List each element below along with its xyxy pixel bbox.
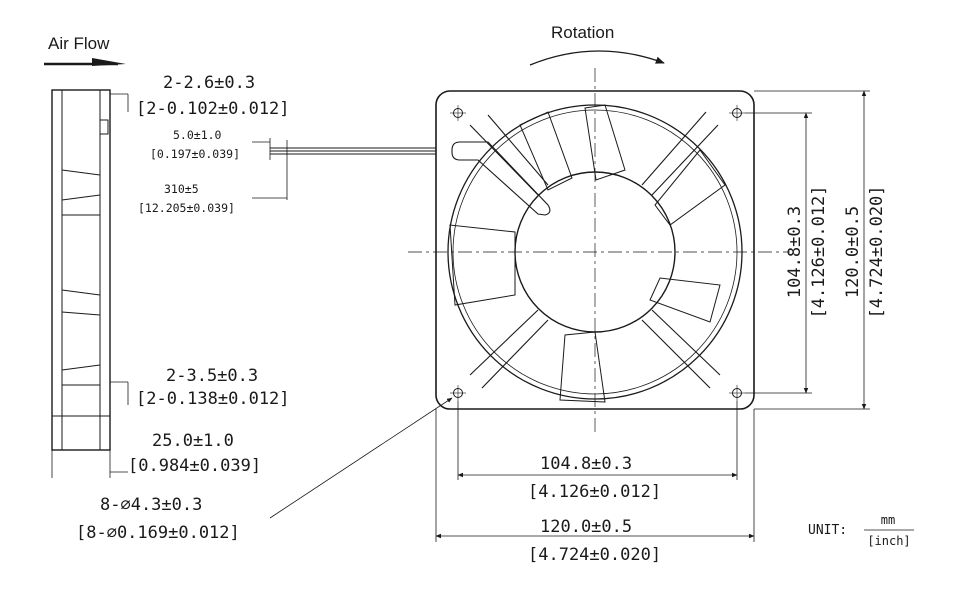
mount-hole-bottom-mm: 2-3.5±0.3 — [166, 366, 258, 386]
height-v-mm: 120.0±0.5 — [843, 206, 863, 298]
mount-hole-bottom-inch: [2-0.138±0.012] — [136, 389, 290, 409]
hole-spacing-h-mm: 104.8±0.3 — [540, 454, 632, 474]
air-flow-arrow-icon — [44, 58, 126, 66]
lead-strip-inch: [0.197±0.039] — [150, 147, 240, 161]
hole-spacing-v-mm: 104.8±0.3 — [785, 206, 805, 298]
unit-legend: UNIT: mm [inch] — [808, 513, 914, 548]
mount-hole-top-inch: [2-0.102±0.012] — [136, 99, 290, 119]
hole-spacing-v-inch: [4.126±0.012] — [809, 185, 829, 318]
lead-wire — [252, 138, 436, 200]
rotation-arrow-icon — [529, 50, 665, 66]
unit-top: mm — [881, 513, 895, 527]
hole-dia-mm: 8-⌀4.3±0.3 — [100, 495, 202, 515]
unit-label: UNIT: — [808, 523, 847, 538]
unit-bottom: [inch] — [867, 534, 910, 548]
hole-spacing-h-inch: [4.126±0.012] — [528, 482, 661, 502]
rotation-label: Rotation — [551, 23, 614, 42]
depth-inch: [0.984±0.039] — [128, 456, 261, 476]
width-h-mm: 120.0±0.5 — [540, 517, 632, 537]
width-h-inch: [4.724±0.020] — [528, 545, 661, 565]
mount-hole-top-mm: 2-2.6±0.3 — [163, 73, 255, 93]
lead-strip-mm: 5.0±1.0 — [173, 128, 222, 142]
air-flow-label: Air Flow — [48, 34, 110, 53]
lead-length-mm: 310±5 — [164, 182, 199, 196]
depth-mm: 25.0±1.0 — [152, 431, 234, 451]
horizontal-dimension-lines — [435, 401, 755, 542]
height-v-inch: [4.724±0.020] — [867, 185, 887, 318]
lead-length-inch: [12.205±0.039] — [138, 201, 235, 215]
fan-front-view — [408, 68, 790, 432]
hole-diameter-leader — [269, 397, 453, 519]
fan-side-view — [51, 89, 129, 478]
hole-dia-inch: [8-⌀0.169±0.012] — [76, 523, 240, 543]
vertical-dimension-lines — [745, 90, 870, 410]
